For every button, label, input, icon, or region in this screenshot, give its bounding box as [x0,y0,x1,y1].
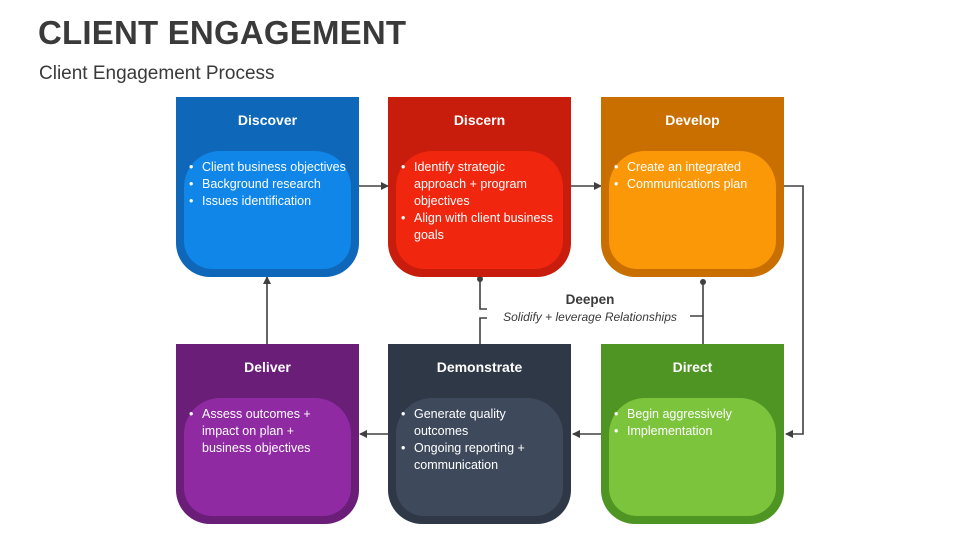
card-discern-list: Identify strategic approach + program ob… [398,159,558,244]
card-develop: Develop Create an integrated Communicati… [601,97,784,277]
page-title: CLIENT ENGAGEMENT [38,14,407,51]
card-discern: Discern Identify strategic approach + pr… [388,97,571,277]
list-item: Background research [186,176,346,193]
card-deliver: Deliver Assess outcomes + impact on plan… [176,344,359,524]
card-discern-title: Discern [453,112,506,128]
deepen-left-dot [477,276,483,282]
page-subtitle: Client Engagement Process [39,63,275,84]
deepen-bracket-left [479,279,487,310]
card-discover-title: Discover [237,112,298,128]
list-item: Assess outcomes + impact on plan + busin… [186,406,346,457]
card-deliver-title: Deliver [244,359,291,375]
list-item: Generate quality outcomes [398,406,558,440]
card-demonstrate: Demonstrate Generate quality outcomes On… [388,344,571,524]
list-item: Ongoing reporting + communication [398,440,558,474]
card-discover-list: Client business objectives Background re… [186,159,346,210]
list-item: Implementation [611,423,771,440]
card-direct: Direct Begin aggressively Implementation [601,344,784,524]
card-deliver-list: Assess outcomes + impact on plan + busin… [186,406,346,457]
deepen-bracket-right [690,282,704,317]
card-direct-title: Direct [672,359,713,375]
deepen-right-dot [700,279,706,285]
list-item: Client business objectives [186,159,346,176]
list-item: Create an integrated [611,159,771,176]
list-item: Begin aggressively [611,406,771,423]
card-develop-title: Develop [665,112,720,128]
list-item: Communications plan [611,176,771,193]
list-item: Issues identification [186,193,346,210]
deepen-label: Deepen Solidify + leverage Relationships [490,292,690,324]
arrow-develop-to-direct [784,185,804,438]
card-demonstrate-list: Generate quality outcomes Ongoing report… [398,406,558,474]
card-direct-list: Begin aggressively Implementation [611,406,771,440]
deepen-bracket-left-lower [479,317,487,344]
card-develop-list: Create an integrated Communications plan [611,159,771,193]
card-demonstrate-title: Demonstrate [436,359,523,375]
deepen-title: Deepen [565,292,615,307]
list-item: Align with client business goals [398,210,558,244]
list-item: Identify strategic approach + program ob… [398,159,558,210]
card-discover: Discover Client business objectives Back… [176,97,359,277]
deepen-subtitle: Solidify + leverage Relationships [503,310,677,324]
